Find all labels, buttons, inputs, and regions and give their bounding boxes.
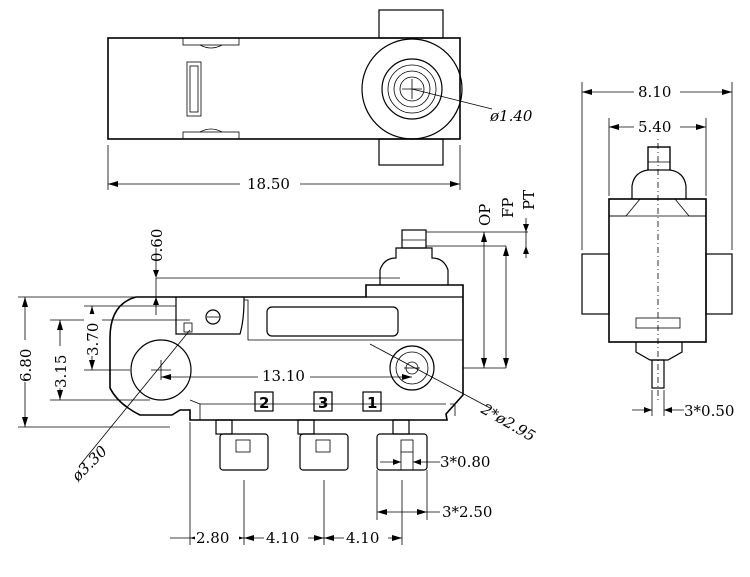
- dim-2x-dia-2-95: 2*ø2.95: [477, 399, 538, 445]
- dim-0-60: 0.60: [148, 229, 166, 262]
- terminal-3-label: 3: [318, 394, 328, 412]
- dim-5-40: 5.40: [638, 118, 671, 136]
- terminal-2-label: 2: [259, 394, 269, 412]
- label-fp: FP: [499, 197, 517, 218]
- front-view: 2 3 1 OP FP PT: [16, 190, 539, 547]
- dim-2-80: 2.80: [196, 529, 229, 547]
- dim-3-15: 3.15: [52, 355, 70, 388]
- side-view: 8.10 5.40 3*0.50: [581, 82, 734, 420]
- dim-dia-3-30: ø3.30: [67, 442, 111, 486]
- top-view: ø1.40 18.50: [107, 9, 533, 193]
- dim-3x-0-50: 3*0.50: [684, 402, 734, 420]
- label-op: OP: [476, 204, 494, 226]
- dim-4-10-a: 4.10: [266, 529, 299, 547]
- terminal-1-label: 1: [367, 394, 377, 412]
- terminal-pins: [215, 419, 428, 471]
- dim-dia-1-40: ø1.40: [489, 107, 533, 125]
- dim-8-10: 8.10: [638, 83, 671, 101]
- dim-3x-2-50: 3*2.50: [442, 503, 492, 521]
- dim-6-80: 6.80: [17, 349, 35, 382]
- label-pt: PT: [520, 190, 538, 210]
- dim-18-50: 18.50: [247, 175, 290, 193]
- dim-3x-0-80: 3*0.80: [440, 453, 490, 471]
- dim-13-10: 13.10: [262, 367, 305, 385]
- dim-4-10-b: 4.10: [346, 529, 379, 547]
- dim-3-70: 3.70: [84, 323, 102, 356]
